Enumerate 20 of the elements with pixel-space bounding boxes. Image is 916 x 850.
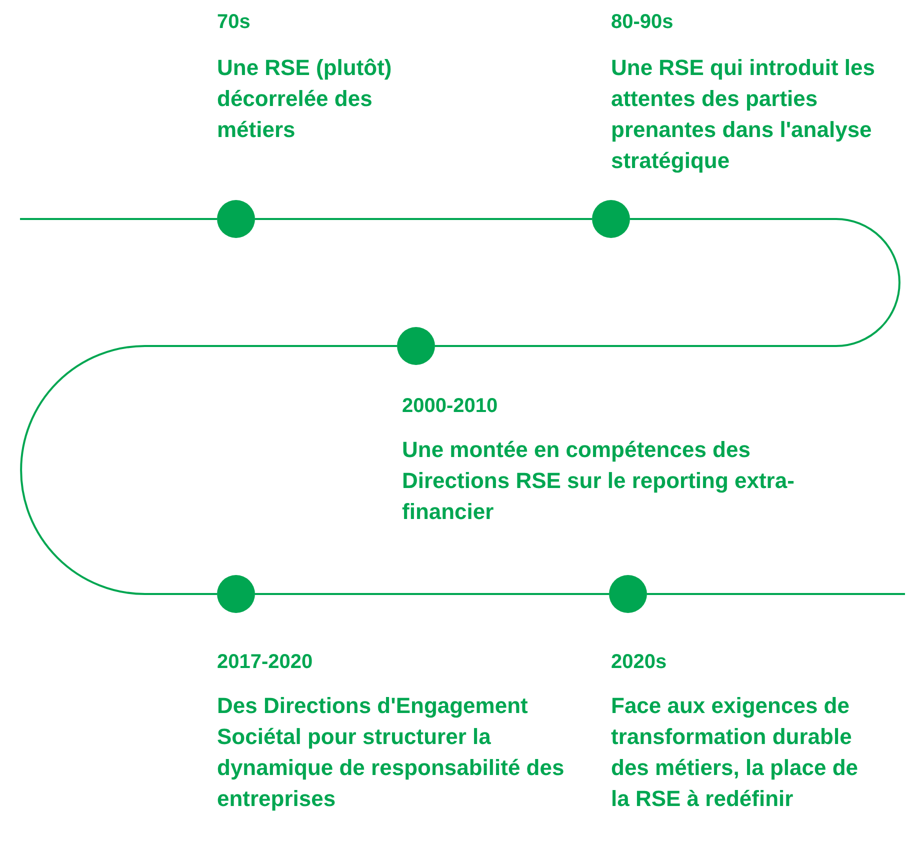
- period-description: Une RSE (plutôt) décorrelée des métiers: [217, 54, 393, 144]
- period-description: Une montée en compétences des Directions RSE sur le reporting extra-financier: [402, 436, 796, 526]
- period-description: Des Directions d'Engagement Sociétal pour structurer la dynamique de responsabilité des entreprises: [217, 692, 566, 813]
- period-heading: 2020s: [611, 650, 667, 674]
- timeline-line: [647, 593, 905, 595]
- timeline-dot: [217, 200, 255, 238]
- timeline-dot: [609, 575, 647, 613]
- period-heading: 2000-2010: [402, 394, 498, 418]
- period-description: Face aux exigences de transformation durable des métiers, la place de la RSE à redéfinir: [611, 692, 860, 813]
- period-heading: 70s: [217, 10, 250, 34]
- timeline-line: [435, 218, 900, 347]
- timeline-line: [20, 218, 217, 220]
- timeline-dot: [397, 327, 435, 365]
- timeline-dot: [592, 200, 630, 238]
- period-heading: 80-90s: [611, 10, 674, 34]
- timeline-line: [255, 218, 592, 220]
- timeline-line: [20, 345, 397, 595]
- period-description: Une RSE qui introduit les attentes des parties prenantes dans l'analyse stratégique: [611, 54, 876, 175]
- timeline-dot: [217, 575, 255, 613]
- period-heading: 2017-2020: [217, 650, 313, 674]
